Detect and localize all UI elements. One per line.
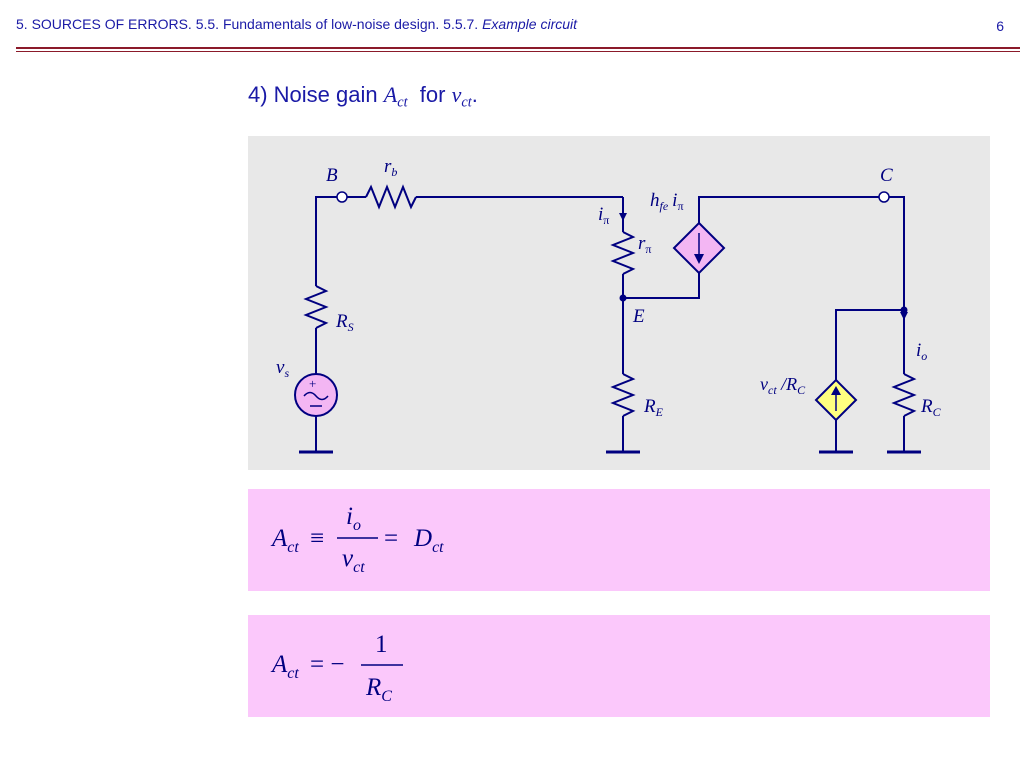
title-prefix: 4) Noise gain (248, 82, 378, 107)
label-ipi: iπ (598, 204, 609, 227)
label-re: RE (643, 396, 664, 419)
equation-box-definition: Act ≡ io vct = Dct (248, 489, 990, 591)
label-vs: vs (276, 357, 289, 380)
hfe-arrow-head (694, 254, 704, 264)
label-rs: RS (335, 311, 354, 334)
equation-box-result: Act = − 1 RC (248, 615, 990, 717)
label-node-c: C (880, 165, 893, 186)
header-rule (16, 47, 1020, 49)
eq2-op: = − (310, 651, 344, 678)
eq1-denominator: vct (342, 545, 365, 576)
label-rpi: rπ (638, 233, 651, 256)
resistor-rs (303, 285, 329, 329)
equation-definition: Act ≡ io vct = Dct (270, 503, 444, 576)
vs-sine (303, 391, 329, 401)
node-e-dot (619, 294, 627, 302)
breadcrumb-text: 5. SOURCES OF ERRORS. 5.5. Fundamentals … (16, 16, 479, 32)
title-var: v (451, 82, 462, 107)
eq2-denominator: RC (365, 674, 392, 705)
resistor-rpi (610, 231, 636, 275)
io-arrow (900, 312, 908, 320)
header-rule-thin (16, 51, 1020, 52)
vs-plus: + (309, 376, 316, 391)
eq1-rhs: Dct (413, 525, 444, 556)
node-c-dot (900, 306, 908, 314)
label-node-b: B (326, 165, 338, 186)
eq1-equals: = (384, 525, 398, 552)
resistor-rc (891, 373, 917, 417)
label-io: io (916, 340, 927, 363)
eq2-lhs: Act (270, 651, 299, 682)
wire-hfe-c (698, 196, 879, 223)
eq1-numerator: io (346, 503, 361, 534)
label-rb: rb (384, 156, 397, 179)
title-var-sub: ct (461, 94, 472, 111)
ipi-arrow (619, 213, 627, 221)
vct-arrow-head (831, 386, 841, 395)
label-rc: RC (920, 396, 942, 419)
title-mid: for (419, 82, 446, 107)
node-b-terminal (336, 191, 348, 203)
eq1-op: ≡ (310, 525, 324, 552)
slide-title: 4) Noise gain Act for vct. (248, 82, 478, 111)
title-symbol: A (383, 82, 398, 107)
label-node-e: E (632, 306, 645, 327)
title-symbol-sub: ct (397, 94, 408, 111)
node-c-terminal (878, 191, 890, 203)
eq2-numerator: 1 (375, 631, 388, 658)
wire-c-vct (835, 309, 904, 380)
wire-b-left (315, 196, 337, 286)
label-vct-source: vct /RC (760, 374, 806, 397)
wire-c-right (889, 196, 905, 310)
title-suffix: . (471, 82, 478, 107)
resistor-re (610, 373, 636, 417)
section-title: Example circuit (482, 16, 578, 32)
eq1-lhs: Act (270, 525, 299, 556)
header-breadcrumb: 5. SOURCES OF ERRORS. 5.5. Fundamentals … (16, 16, 1006, 32)
equation-result: Act = − 1 RC (270, 631, 403, 705)
wire-e-hfe (623, 273, 700, 299)
resistor-rb (365, 184, 417, 210)
page-number: 6 (996, 18, 1004, 34)
